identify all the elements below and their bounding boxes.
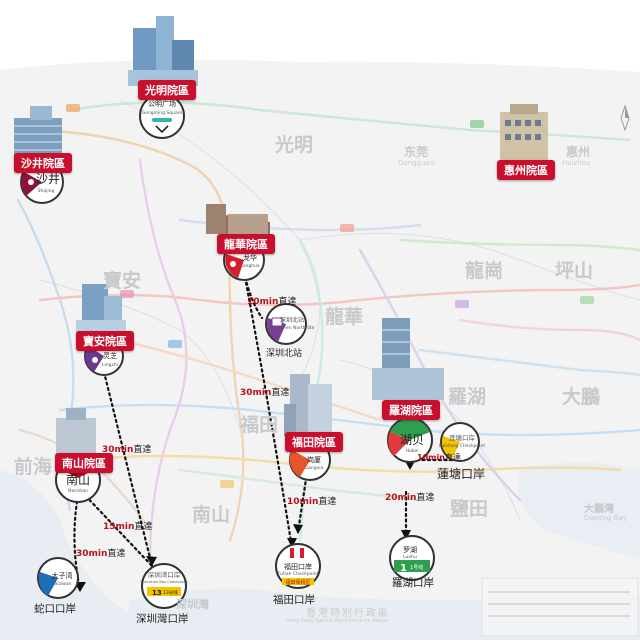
- label-futian-port: 福田口岸: [273, 594, 315, 606]
- svg-text:湖贝: 湖贝: [400, 432, 424, 447]
- district-luohu: 羅湖: [448, 386, 487, 408]
- building-futian: [284, 374, 332, 436]
- hospital-futian-banner[interactable]: 福田院區: [285, 432, 343, 452]
- district-huizhou-en: Huizhou: [562, 159, 591, 167]
- route-longhua-north: 10min直達: [247, 297, 297, 307]
- route-hubei-luohu: 20min直達: [385, 493, 435, 503]
- svg-text:Lingzhi: Lingzhi: [102, 362, 118, 368]
- route-hubei-liantang: 10min直達: [417, 453, 461, 462]
- district-nanshan: 南山: [192, 504, 231, 526]
- district-guangming: 光明: [275, 134, 314, 156]
- hospital-huizhou-banner[interactable]: 惠州院區: [497, 160, 555, 180]
- station-shenzhen-bay[interactable]: 深圳湾口岸 Shenzhen Bay Checkpoint 13 13号线: [141, 563, 189, 609]
- svg-text:莲塘口岸: 莲塘口岸: [449, 433, 476, 442]
- svg-text:沙井: 沙井: [36, 172, 60, 186]
- svg-text:Liantang Checkpoint: Liantang Checkpoint: [439, 443, 486, 449]
- district-futian: 福田: [240, 414, 279, 436]
- svg-text:公明广场: 公明广场: [148, 99, 176, 108]
- district-huizhou: 惠州: [566, 145, 591, 159]
- svg-text:南山: 南山: [66, 472, 90, 487]
- district-longgang: 龍崗: [465, 260, 504, 282]
- svg-text:Hubei: Hubei: [405, 448, 418, 454]
- svg-text:Taiziwan: Taiziwan: [52, 581, 72, 587]
- svg-text:13号线: 13号线: [163, 589, 178, 596]
- district-dongguan-en: Dongguan: [398, 159, 435, 167]
- svg-text:Longhua: Longhua: [240, 263, 260, 269]
- station-luohu[interactable]: 罗湖 Luohu 1 1号线: [389, 535, 435, 581]
- district-pingshan: 坪山: [555, 260, 594, 282]
- svg-text:福田口岸: 福田口岸: [284, 562, 312, 571]
- district-dapeng: 大鵬: [562, 386, 601, 408]
- svg-text:灵芝: 灵芝: [103, 351, 117, 360]
- svg-text:太子湾: 太子湾: [52, 571, 73, 580]
- district-dapeng-bay-en: Dapeng Bay: [584, 514, 627, 522]
- svg-text:1: 1: [400, 563, 407, 574]
- land-area: [0, 59, 640, 641]
- svg-text:Luohu: Luohu: [403, 554, 417, 560]
- hospital-longhua-banner[interactable]: 龍華院區: [217, 234, 275, 254]
- route-lingzhi-bay: 30min直達: [102, 445, 152, 455]
- station-taiziwan[interactable]: 太子湾 Taiziwan: [37, 557, 79, 599]
- svg-text:Nanshan: Nanshan: [68, 488, 88, 494]
- district-qianhai: 前海: [14, 456, 53, 478]
- label-liantang-port: 蓮塘口岸: [437, 467, 486, 481]
- hospital-baoan-banner[interactable]: 寶安院區: [76, 331, 134, 351]
- station-hubei[interactable]: 湖贝 Hubei: [387, 417, 433, 463]
- svg-text:Gongming Square: Gongming Square: [142, 110, 183, 116]
- route-nanshan-shekou: 30min直達: [76, 549, 126, 559]
- building-huizhou: [500, 104, 548, 162]
- hk-region-label: 香港特別行政區: [306, 608, 390, 619]
- hospital-nanshan-banner[interactable]: 南山院區: [55, 453, 113, 473]
- district-baoan: 寶安: [103, 270, 142, 292]
- district-shenzhen-bay: 深圳灣: [176, 598, 209, 611]
- station-shenzhen-north[interactable]: 深圳北站 Shenzhen North Stn: [265, 303, 315, 345]
- sea-west: [0, 470, 170, 640]
- label-luohu-port: 羅湖口岸: [392, 577, 434, 589]
- svg-text:深圳北站: 深圳北站: [280, 316, 304, 324]
- building-nanshan: [56, 408, 96, 456]
- label-shenzhen-bay-port: 深圳灣口岸: [136, 613, 189, 625]
- label-north-station: 深圳北站: [266, 349, 303, 359]
- station-gongming[interactable]: 公明广场 Gongming Square: [139, 93, 185, 139]
- building-shajing: [14, 106, 62, 158]
- station-liantang[interactable]: 莲塘口岸 Liantang Checkpoint: [439, 422, 486, 462]
- svg-text:Shajing: Shajing: [38, 188, 55, 194]
- route-nanshan-bay: 15min直達: [103, 522, 153, 532]
- svg-text:岗厦: 岗厦: [307, 456, 321, 464]
- route-longhua-futian: 30min直達: [240, 388, 290, 398]
- station-futian-port[interactable]: 福田口岸 Futian Checkpoint 福田保税区: [275, 543, 321, 589]
- svg-text:Futian Checkpoint: Futian Checkpoint: [278, 571, 319, 577]
- hospital-guangming-banner[interactable]: 光明院區: [138, 80, 196, 100]
- building-luohu: [372, 318, 444, 400]
- sea-dapeng: [517, 462, 640, 560]
- district-dapeng-bay: 大鵬灣: [584, 504, 614, 515]
- svg-text:Shenzhen Bay Checkpoint: Shenzhen Bay Checkpoint: [141, 580, 189, 584]
- svg-text:深圳湾口岸: 深圳湾口岸: [148, 570, 181, 579]
- legend-panel: [481, 577, 639, 637]
- hospital-shajing-banner[interactable]: 沙井院區: [14, 153, 72, 173]
- district-longhua: 龍華: [325, 306, 364, 328]
- hospital-luohu-banner[interactable]: 羅湖院區: [382, 400, 440, 420]
- building-longhua: [206, 204, 270, 238]
- hk-region-label-en: Hong Kong Special Administrative Region: [286, 618, 390, 624]
- svg-text:龙华: 龙华: [243, 253, 257, 262]
- line-badges: [66, 104, 594, 488]
- district-yantian: 鹽田: [450, 498, 489, 520]
- svg-text:福田保税区: 福田保税区: [285, 579, 310, 586]
- label-shekou-port: 蛇口口岸: [34, 603, 76, 615]
- svg-text:罗湖: 罗湖: [403, 545, 417, 554]
- svg-text:13: 13: [152, 589, 162, 597]
- svg-text:1号线: 1号线: [410, 564, 423, 571]
- svg-text:Shenzhen North Stn: Shenzhen North Stn: [269, 325, 314, 331]
- compass-icon: [620, 104, 630, 132]
- svg-text:Gangxia: Gangxia: [305, 465, 324, 471]
- route-gangxia-futian: 10min直達: [287, 497, 337, 507]
- district-dongguan: 东莞: [404, 145, 429, 159]
